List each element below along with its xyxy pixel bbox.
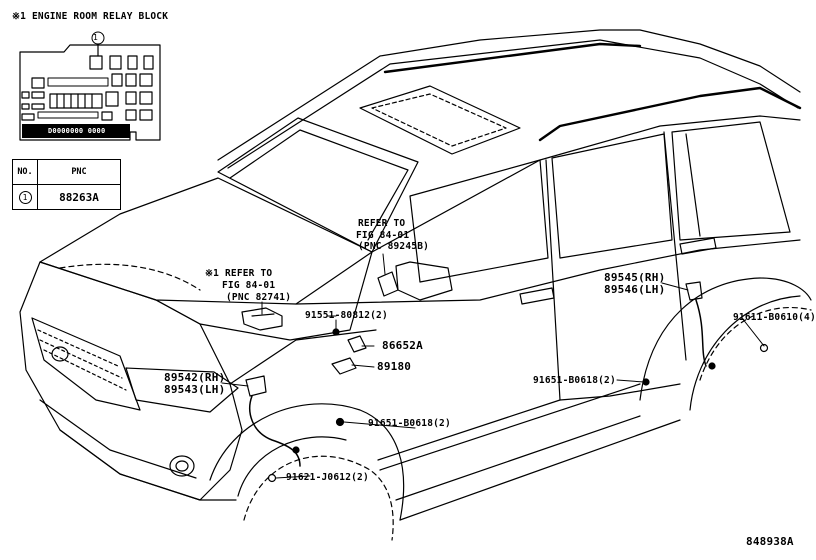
components: [241, 271, 769, 483]
pnc-row-number: 1: [18, 190, 32, 204]
pnc-table-header-row: NO. PNC: [12, 159, 121, 185]
label-89543: 89543(LH): [164, 383, 226, 396]
relay-block-title: ※1 ENGINE ROOM RELAY BLOCK: [12, 11, 169, 22]
refer-fig-right-line3: (PNC 89245B): [358, 241, 430, 252]
label-89545: 89545(RH): [604, 271, 666, 284]
refer-fig-left-line2: FIG 84-01: [222, 280, 276, 291]
leader-lines: [221, 253, 765, 479]
label-91651-front: 91651-B0618(2): [368, 418, 451, 429]
label-89546: 89546(LH): [604, 283, 666, 296]
pnc-table-cell-pnc: 88263A: [37, 184, 121, 210]
label-91611: 91611-B0610(4): [733, 312, 816, 323]
vehicle-body: [19, 29, 812, 541]
refer-fig-left-line1: ※1 REFER TO: [205, 268, 273, 279]
refer-fig-left-line3: (PNC 82741): [226, 292, 292, 303]
relay-callout-number: 1: [93, 33, 99, 42]
pnc-table-header-pnc: PNC: [37, 159, 121, 185]
label-91651-rear: 91651-B0618(2): [533, 375, 616, 386]
pnc-table-row: 1 88263A: [12, 184, 121, 210]
label-89180: 89180: [377, 360, 412, 373]
label-91551: 91551-80812(2): [305, 310, 388, 321]
pnc-table-header-no: NO.: [12, 159, 38, 185]
relay-block-drawing: [19, 31, 161, 141]
label-91621: 91621-J0612(2): [286, 472, 369, 483]
pnc-table-cell-no: 1: [12, 184, 38, 210]
label-89542: 89542(RH): [164, 371, 226, 384]
pnc-table: NO. PNC 1 88263A: [12, 159, 121, 210]
figure-id: 848938A: [746, 535, 794, 548]
relay-connector-text: D0000000 0000: [48, 127, 106, 135]
label-86652A: 86652A: [382, 339, 423, 352]
refer-fig-right-line2: FIG 84-01: [356, 230, 410, 241]
refer-fig-right-line1: REFER TO: [358, 218, 406, 229]
